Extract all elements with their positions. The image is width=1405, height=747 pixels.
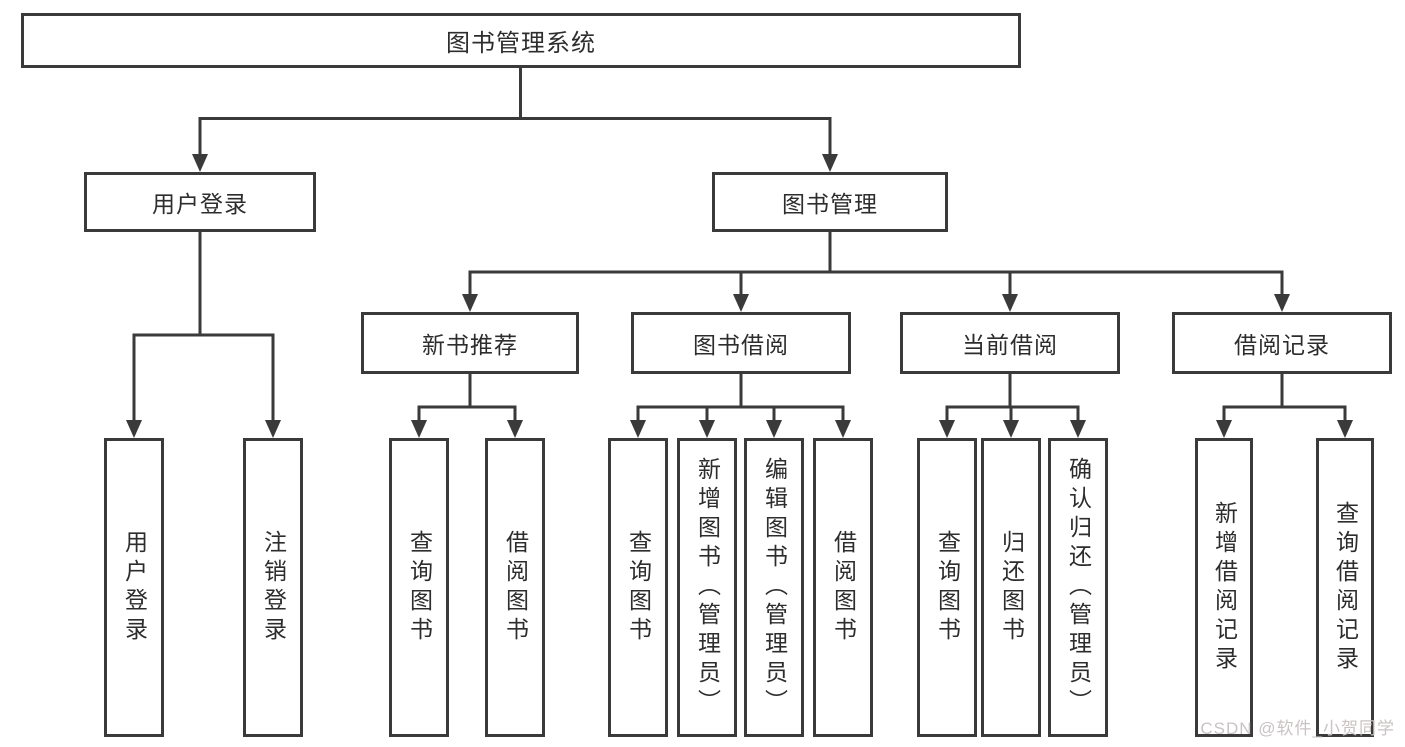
- node-leaf-records-add-record-label: 新增借阅记录: [1211, 500, 1238, 675]
- node-root-label: 图书管理系统: [446, 30, 596, 57]
- node-borrow-records-label: 借阅记录: [1234, 332, 1330, 358]
- edge-book-mgmt-children: [462, 232, 1290, 312]
- node-leaf-logout-label: 注销登录: [260, 529, 287, 646]
- edge-current-children: [939, 374, 1086, 438]
- node-book-management: 图书管理: [712, 172, 948, 232]
- node-leaf-recommend-query-books-label: 查询图书: [406, 529, 433, 646]
- node-leaf-current-confirm-return-admin: 确认归还（管理员）: [1048, 438, 1108, 737]
- node-borrow-records: 借阅记录: [1172, 312, 1392, 374]
- node-leaf-records-add-record: 新增借阅记录: [1195, 438, 1253, 737]
- node-leaf-logout: 注销登录: [243, 438, 303, 737]
- node-leaf-current-query-books: 查询图书: [917, 438, 977, 737]
- node-leaf-borrow-query-books-label: 查询图书: [625, 529, 652, 646]
- node-leaf-recommend-borrow-books: 借阅图书: [485, 438, 545, 737]
- edge-user-login-children: [126, 232, 281, 438]
- node-user-login-label: 用户登录: [152, 191, 248, 217]
- node-current-borrow-label: 当前借阅: [962, 332, 1058, 358]
- node-leaf-user-login: 用户登录: [104, 438, 164, 737]
- node-leaf-current-return-books: 归还图书: [981, 438, 1041, 737]
- node-leaf-borrow-edit-books-admin: 编辑图书（管理员）: [744, 438, 804, 737]
- node-leaf-borrow-add-books-admin: 新增图书（管理员）: [677, 438, 737, 737]
- node-leaf-borrow-query-books: 查询图书: [608, 438, 668, 737]
- node-leaf-records-query-record: 查询借阅记录: [1316, 438, 1374, 737]
- node-leaf-records-query-record-label: 查询借阅记录: [1332, 500, 1359, 675]
- node-leaf-current-return-books-label: 归还图书: [998, 529, 1025, 646]
- node-leaf-current-query-books-label: 查询图书: [934, 529, 961, 646]
- node-leaf-current-confirm-return-admin-label: 确认归还（管理员）: [1065, 457, 1092, 718]
- node-root: 图书管理系统: [21, 13, 1021, 68]
- node-leaf-borrow-borrow-books: 借阅图书: [813, 438, 873, 737]
- node-leaf-recommend-query-books: 查询图书: [389, 438, 449, 737]
- edge-borrow-children: [630, 374, 851, 438]
- node-leaf-user-login-label: 用户登录: [121, 529, 148, 646]
- node-book-borrow: 图书借阅: [631, 312, 851, 374]
- node-book-borrow-label: 图书借阅: [693, 332, 789, 358]
- node-new-book-recommend: 新书推荐: [361, 312, 579, 374]
- node-book-management-label: 图书管理: [782, 191, 878, 217]
- node-leaf-borrow-add-books-admin-label: 新增图书（管理员）: [694, 457, 721, 718]
- edge-root-to-level2: [192, 66, 838, 172]
- edge-recommend-children: [411, 374, 523, 438]
- node-leaf-recommend-borrow-books-label: 借阅图书: [502, 529, 529, 646]
- edge-records-children: [1216, 374, 1353, 438]
- node-new-book-recommend-label: 新书推荐: [422, 332, 518, 358]
- node-leaf-borrow-borrow-books-label: 借阅图书: [830, 529, 857, 646]
- node-current-borrow: 当前借阅: [900, 312, 1120, 374]
- node-user-login: 用户登录: [84, 172, 316, 232]
- node-leaf-borrow-edit-books-admin-label: 编辑图书（管理员）: [761, 457, 788, 718]
